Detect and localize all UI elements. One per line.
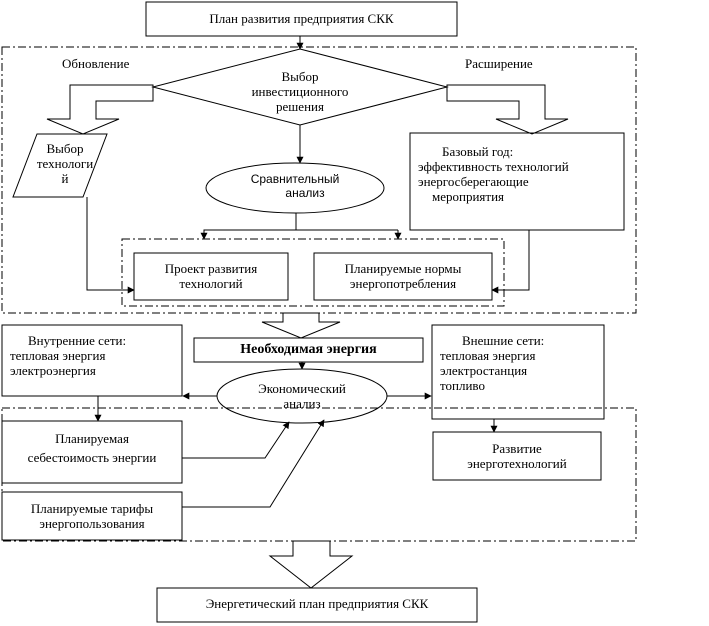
label-expand: Расширение — [465, 56, 533, 71]
planned-tariffs-box — [1, 491, 183, 541]
update-block-arrow — [46, 84, 154, 135]
expand-block-arrow — [446, 84, 569, 135]
planned-tariffs-label: Планируемые тарифы энергопользования — [30, 501, 154, 531]
internal-label: Внутренние сети: тепловая энергия электр… — [10, 333, 127, 378]
base-year-box — [409, 132, 625, 231]
base-year-label: Базовый год: эффективность технологий эн… — [418, 144, 569, 204]
bottom-box-label: Энергетический план предприятия СКК — [205, 596, 429, 611]
comparative-label: Сравнительный анализ — [250, 172, 340, 200]
planned-cost-label: Планируемая себестоимость энергии — [27, 431, 157, 465]
decision-label: Выбор инвестиционного решения — [251, 69, 349, 114]
energotech-label: Развитие энерготехнологий — [467, 441, 567, 471]
top-box — [145, 1, 458, 37]
required-energy-box — [193, 337, 424, 363]
energy-block-arrow — [261, 312, 341, 339]
label-update: Обновление — [62, 56, 130, 71]
external-label: Внешние сети: тепловая энергия электрост… — [440, 333, 545, 393]
required-energy-label: Необходимая энергия — [240, 342, 377, 357]
comparative-ellipse — [205, 162, 385, 214]
tech-choice-label: Выбор технологи й — [36, 141, 94, 186]
economic-label: Экономический анализ — [258, 381, 346, 411]
bottom-box — [156, 587, 478, 623]
planned-cost-box — [1, 420, 183, 484]
bottom-block-arrow — [268, 540, 354, 589]
tech-project-box — [133, 252, 289, 301]
planned-norms-box — [313, 252, 493, 301]
top-box-label: План развития предприятия СКК — [209, 11, 394, 26]
internal-box — [1, 324, 183, 397]
energotech-box — [432, 431, 602, 481]
tech-project-label: Проект развития технологий — [164, 261, 258, 291]
region-projects — [121, 238, 505, 307]
planned-norms-label: Планируемые нормы энергопотребления — [344, 261, 462, 291]
external-box — [431, 324, 605, 420]
